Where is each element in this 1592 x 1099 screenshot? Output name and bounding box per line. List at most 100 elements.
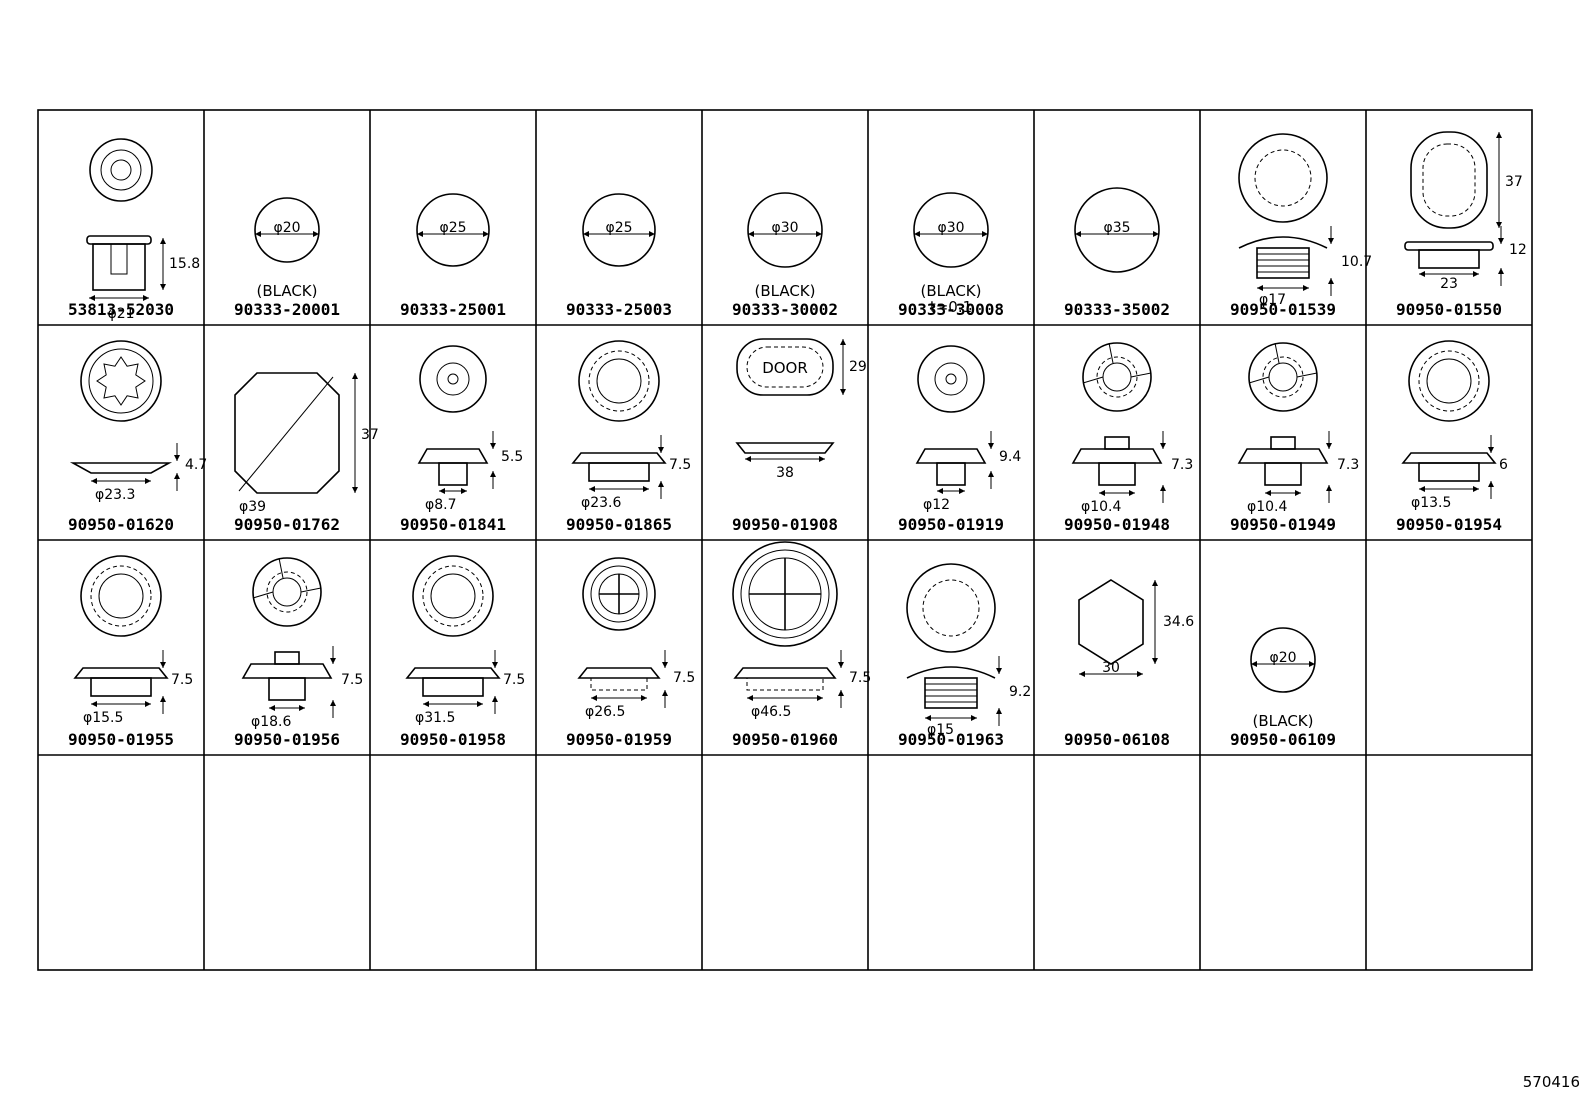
diameter-label: φ30: [937, 220, 964, 236]
diameter-label: φ23.3: [95, 487, 135, 503]
part-number-label: 90950-01958: [400, 730, 506, 749]
part-number-label: 90950-01959: [566, 730, 672, 749]
height-label: 7.5: [171, 672, 193, 688]
gear-grommet-icon: 4.7 φ23.3: [69, 340, 207, 503]
plug-outline: [913, 192, 989, 268]
diameter-label: φ20: [273, 220, 300, 236]
part-number-label: 53813-52030: [68, 300, 174, 319]
height-label: 7.3: [1337, 457, 1359, 473]
diameter-label: φ25: [439, 220, 466, 236]
part-number-label: 90950-01948: [1064, 515, 1170, 534]
part-number-label: 90333-30002: [732, 300, 838, 319]
part-cell-90950-01960: 7.5 φ46.5 90950-01960: [732, 541, 871, 749]
hole-plug-icon: 9.2 φ15: [906, 563, 1031, 738]
height-label: 6: [1499, 457, 1508, 473]
part-number-label: 90950-01550: [1396, 300, 1502, 319]
plug-outline: [582, 193, 656, 267]
round-plug-icon: φ25: [416, 193, 490, 267]
part-cell-90333-25001: φ25 90333-25001: [400, 193, 506, 319]
diameter-label: φ25: [605, 220, 632, 236]
height-label: 7.5: [669, 457, 691, 473]
part-cell-90333-30002: φ30(BLACK)90333-30002: [732, 192, 838, 319]
part-number-label: 90950-01954: [1396, 515, 1502, 534]
diameter-label: φ15: [927, 722, 954, 738]
part-cell-90950-01620: 4.7 φ23.3 90950-01620: [68, 340, 207, 534]
part-number-label: 90950-01539: [1230, 300, 1336, 319]
part-number-label: 90950-01963: [898, 730, 1004, 749]
diameter-label: φ26.5: [585, 704, 625, 720]
diameter-label: φ46.5: [751, 704, 791, 720]
round-plug-icon: φ20(BLACK): [254, 197, 320, 300]
round-plug-icon: φ20(BLACK): [1250, 627, 1316, 730]
plug-outline: [1074, 187, 1160, 273]
diameter-label: φ8.7: [425, 497, 457, 513]
color-note: (BLACK): [1252, 712, 1313, 730]
width-label: 30: [1102, 660, 1120, 676]
height-label: 7.5: [849, 670, 871, 686]
height-label: 29: [849, 359, 867, 375]
diameter-label: φ30: [771, 220, 798, 236]
part-number-label: 90333-35002: [1064, 300, 1170, 319]
part-number-label: 90950-06108: [1064, 730, 1170, 749]
height-label: 7.5: [503, 672, 525, 688]
split-grommet-icon: 7.3 φ10.4: [1071, 342, 1193, 515]
diameter-label: φ21: [107, 306, 134, 322]
diameter-label: φ18.6: [251, 714, 292, 730]
length-label: 37: [361, 427, 379, 443]
width-label: 23: [1440, 276, 1458, 292]
part-number-label: 90950-01949: [1230, 515, 1336, 534]
ring-grommet-icon: 7.5 φ31.5: [405, 555, 525, 726]
round-plug-icon: φ25: [582, 193, 656, 267]
height-label: 7.5: [341, 672, 363, 688]
height-label: 10.7: [1341, 254, 1372, 270]
height-label: 7.3: [1171, 457, 1193, 473]
plug-outline: [747, 192, 823, 268]
diameter-label: φ13.5: [1411, 495, 1451, 511]
round-plug-icon: φ35: [1074, 187, 1160, 273]
diameter-label: φ35: [1103, 220, 1130, 236]
split-grommet-icon: 7.5 φ18.6: [241, 557, 363, 730]
part-number-label: 90950-01841: [400, 515, 506, 534]
part-number-label: 90950-01908: [732, 515, 838, 534]
diameter-label: φ10.4: [1081, 499, 1122, 515]
cross-grommet-icon: 7.5 φ46.5: [732, 541, 871, 720]
part-cell-90950-01954: 6 φ13.5 90950-01954: [1396, 340, 1508, 534]
height-label: 12: [1509, 242, 1527, 258]
part-number-label: 90333-25001: [400, 300, 506, 319]
height-label: 9.2: [1009, 684, 1031, 700]
ring-grommet-icon: 6 φ13.5: [1401, 340, 1508, 511]
part-number-label: 90950-06109: [1230, 730, 1336, 749]
part-number-label: 90950-01960: [732, 730, 838, 749]
height-label: 4.7: [185, 457, 207, 473]
diameter-label: φ10.4: [1247, 499, 1288, 515]
part-number-label: 90950-01956: [234, 730, 340, 749]
round-plug-icon: φ30(BLACK)t=0.1: [913, 192, 989, 316]
width-label: 38: [776, 465, 794, 481]
diameter-label: φ17: [1259, 292, 1286, 308]
diameter-label: φ12: [923, 497, 950, 513]
plug-outline: [254, 197, 320, 263]
diameter-label: φ31.5: [415, 710, 455, 726]
color-note: (BLACK): [920, 282, 981, 300]
part-cell-90950-06109: φ20(BLACK)90950-06109: [1230, 627, 1336, 749]
part-cell-90333-35002: φ35 90333-35002: [1064, 187, 1170, 319]
round-plug-icon: φ30(BLACK): [747, 192, 823, 300]
part-number-label: 90950-01620: [68, 515, 174, 534]
part-number-label: 90950-01955: [68, 730, 174, 749]
part-cell-90333-20001: φ20(BLACK)90333-20001: [234, 197, 340, 319]
parts-grid: [37, 109, 1533, 971]
